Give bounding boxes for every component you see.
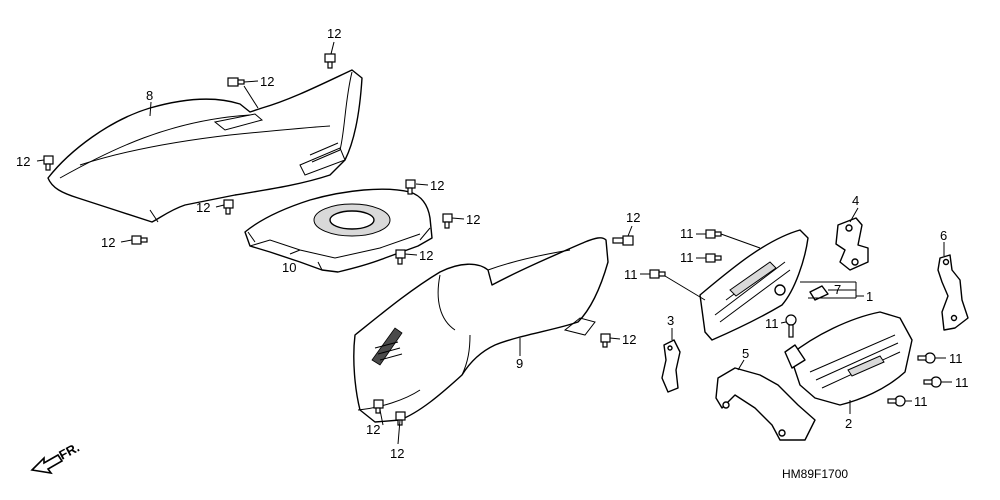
part-6-bracket (937, 254, 969, 331)
bolt-12-d (131, 235, 148, 245)
bolt-12-b (227, 77, 245, 87)
part-8-side-cover (47, 69, 363, 223)
bolt-11-b (705, 253, 722, 263)
part-1-heat-guard (699, 229, 809, 341)
bolt-12-j (600, 333, 611, 348)
fasteners (43, 53, 942, 426)
part-7-rubber (809, 285, 829, 301)
callout-3: 3 (667, 313, 674, 328)
callout-7: 7 (834, 282, 841, 297)
callout-12-c: 12 (16, 154, 30, 169)
callout-12-e: 12 (196, 200, 210, 215)
callout-6: 6 (940, 228, 947, 243)
callout-12-d: 12 (101, 235, 115, 250)
bolt-12-c (43, 155, 54, 171)
callout-11-d: 11 (765, 316, 779, 331)
callout-12-k: 12 (366, 422, 380, 437)
callout-2: 2 (845, 416, 852, 431)
callout-8: 8 (146, 88, 153, 103)
callout-12-b: 12 (260, 74, 274, 89)
leader-lines (36, 41, 952, 445)
bolt-11-f (923, 376, 942, 388)
callout-11-b: 11 (680, 250, 694, 265)
bolt-11-e (917, 352, 936, 364)
callout-11-a: 11 (680, 226, 694, 241)
callout-11-c: 11 (624, 267, 638, 282)
callout-12-f: 12 (430, 178, 444, 193)
part-2-heat-guard (784, 311, 913, 406)
callout-12-j: 12 (622, 332, 636, 347)
bolt-11-a (705, 229, 722, 239)
front-direction-indicator: FR. (30, 440, 82, 475)
bolt-11-g (887, 395, 906, 407)
bolt-11-d (785, 314, 797, 338)
callout-12-g: 12 (466, 212, 480, 227)
part-3-stay (661, 339, 681, 393)
callout-10: 10 (282, 260, 296, 275)
callout-4: 4 (852, 193, 859, 208)
callout-9: 9 (516, 356, 523, 371)
diagram-code: HM89F1700 (782, 467, 848, 481)
callouts: 1 2 3 4 5 6 7 8 9 10 11 11 11 11 11 11 1… (16, 26, 969, 461)
callout-12-l: 12 (390, 446, 404, 461)
bolt-12-i (612, 235, 634, 246)
part-10-center-cover (244, 188, 433, 273)
callout-11-g: 11 (914, 394, 928, 409)
bolt-11-c (649, 269, 666, 279)
callout-12-i: 12 (626, 210, 640, 225)
callout-1: 1 (866, 289, 873, 304)
callout-12-h: 12 (419, 248, 433, 263)
callout-12-a: 12 (327, 26, 341, 41)
bolt-12-g (442, 213, 453, 229)
callout-11-e: 11 (949, 351, 963, 366)
part-5-bracket (715, 367, 816, 441)
part-9-lower-cover (353, 237, 609, 423)
callout-5: 5 (742, 346, 749, 361)
front-arrow-icon (30, 453, 64, 475)
bolt-12-l (395, 411, 406, 426)
callout-11-f: 11 (955, 375, 969, 390)
bolt-12-h (395, 249, 406, 265)
part-4-bracket (835, 217, 869, 271)
bolt-12-a (324, 53, 336, 69)
bolt-12-e (223, 199, 234, 215)
bolt-12-f (405, 179, 416, 195)
